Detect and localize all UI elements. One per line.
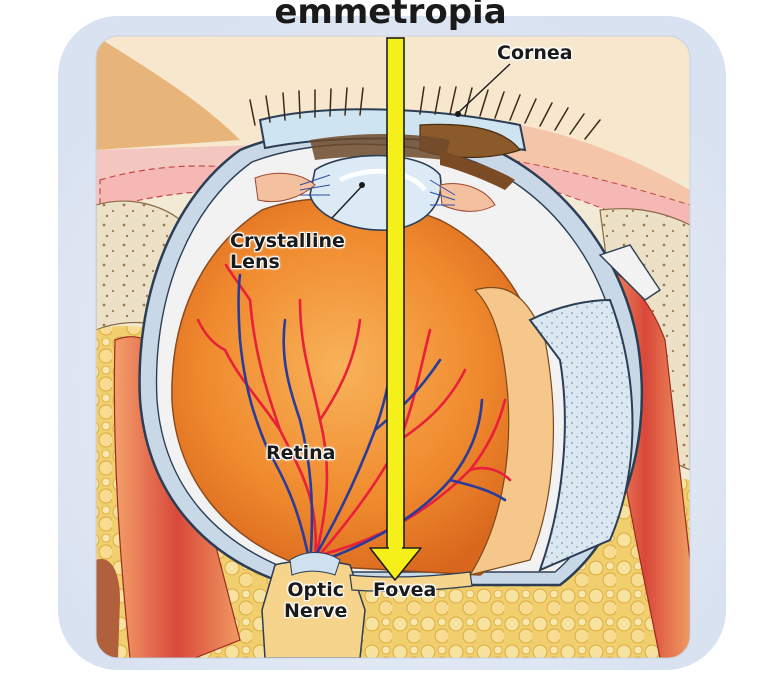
- crystalline-lens-label-line1: Crystalline: [230, 230, 345, 252]
- cornea-pointer-dot: [455, 111, 461, 117]
- light-ray: [369, 37, 422, 581]
- fovea: [349, 571, 473, 592]
- retina-label: Retina: [266, 442, 336, 464]
- lens-pointer-dot: [359, 182, 365, 188]
- retinal-veins: [237, 273, 507, 567]
- cornea-label: Cornea: [497, 42, 573, 64]
- diagram-title: emmetropia: [274, 0, 507, 32]
- eyelashes: [249, 86, 601, 140]
- label-pointers: [331, 63, 511, 219]
- fovea-label: Fovea: [373, 579, 437, 601]
- optic-nerve-label-line1: Optic: [287, 579, 345, 601]
- optic-nerve-label: Optic Nerve: [284, 580, 347, 622]
- crystalline-lens-label-line2: Lens: [230, 251, 280, 273]
- optic-nerve-label-line2: Nerve: [284, 600, 348, 622]
- crystalline-lens-label: Crystalline Lens: [230, 231, 345, 273]
- crystalline-lens: [309, 154, 442, 231]
